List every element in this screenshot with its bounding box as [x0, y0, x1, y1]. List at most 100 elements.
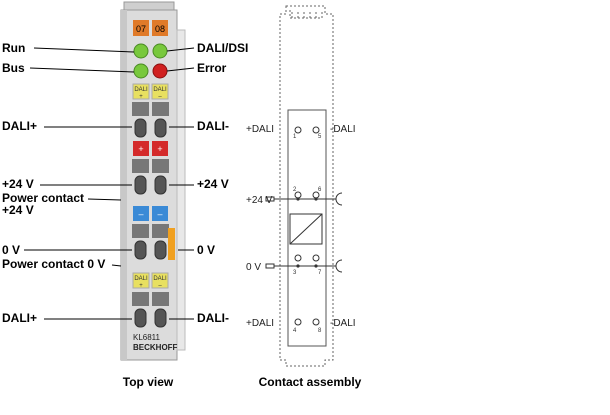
- pin-label-4: 4: [293, 328, 297, 334]
- dali-marker-text-2: DALI: [153, 87, 167, 93]
- plus-marker-red-1: [133, 141, 149, 156]
- pin-label-7: 7: [318, 270, 322, 276]
- zero-v-terminal: [265, 263, 275, 269]
- terminal-slots-row-3: [132, 224, 175, 260]
- minus-marker-text-2: –: [158, 283, 162, 289]
- dali-plus-label-2: DALI+: [2, 311, 37, 325]
- dali-minus-label-1: DALI-: [197, 119, 229, 133]
- led-number-08: 08: [155, 24, 165, 34]
- model-label: KL6811: [133, 333, 161, 342]
- dali-minus-marker-top: [151, 83, 169, 100]
- led-number-box-07: [133, 20, 149, 36]
- release-slot: [132, 102, 149, 116]
- run-label: Run: [2, 41, 25, 55]
- ca-zero-v: 0 V: [246, 262, 261, 273]
- minus-marker-blue-2: [152, 206, 168, 221]
- plus24v-label-2: +24 V: [197, 177, 229, 191]
- red-strip: + +: [133, 141, 168, 156]
- left-labels: Run Bus DALI+ +24 V Power contact +24 V …: [2, 41, 135, 325]
- led-group: [133, 43, 168, 79]
- blue-strip: – –: [133, 206, 168, 221]
- pin-1: [294, 126, 302, 134]
- release-slot: [152, 159, 169, 173]
- led-number-header: 07 08: [133, 20, 168, 36]
- plus24v-node: [296, 197, 300, 201]
- dali-plus-marker-top: [132, 83, 150, 100]
- bus-label: Bus: [2, 61, 25, 75]
- bus-leader: [29, 67, 135, 73]
- spring-contact: [134, 308, 147, 328]
- minus-marker-blue-1: [133, 206, 149, 221]
- terminal-slots-row-4: [132, 292, 169, 328]
- spring-contact: [154, 240, 167, 260]
- brand-label: BECKHOFF: [133, 343, 178, 352]
- bus-led: [133, 63, 149, 79]
- orange-power-contact: [168, 228, 175, 260]
- release-slot: [152, 292, 169, 306]
- dali-dsi-led: [152, 43, 168, 59]
- pin-label-6: 6: [318, 187, 322, 193]
- top-view-caption: Top view: [123, 375, 174, 389]
- minus-sign-blue-2: –: [157, 209, 162, 219]
- dali-minus-label-2: DALI-: [197, 311, 229, 325]
- ca-dali-plus-top: +DALI: [246, 124, 274, 135]
- ca-dali-minus-bottom: -DALI: [330, 318, 356, 329]
- spring-contact: [134, 175, 147, 195]
- spring-contact: [134, 240, 147, 260]
- assembly-outline: [279, 5, 334, 367]
- plus24v-label-1: +24 V: [2, 177, 34, 191]
- release-slot: [152, 102, 169, 116]
- dali-strip-bottom: DALI DALI + –: [132, 272, 169, 289]
- minus-sign-blue-1: –: [138, 209, 143, 219]
- terminal-slots-row-2: [132, 159, 169, 195]
- assembly-top-clip: [289, 10, 323, 19]
- terminal-slots-row-1: [132, 102, 169, 138]
- spring-contact: [134, 118, 147, 138]
- zero-v-node: [296, 264, 300, 268]
- spring-contact: [154, 308, 167, 328]
- dali-plus-marker-bottom: [132, 272, 150, 289]
- pin-label-3: 3: [293, 270, 297, 276]
- run-led: [133, 43, 149, 59]
- ca-dali-minus-top: -DALI: [330, 124, 356, 135]
- plus-sign-red-1: +: [138, 144, 143, 154]
- plus24v-node: [314, 197, 318, 201]
- led-number-box-08: [152, 20, 168, 36]
- assembly-clip-teeth: [291, 12, 317, 20]
- release-slot: [132, 292, 149, 306]
- error-label: Error: [197, 61, 227, 75]
- pin-3: [294, 254, 302, 262]
- plus-sign-red-2: +: [157, 144, 162, 154]
- power-contact-0v-leader: [111, 264, 122, 267]
- ca-dali-plus-bottom: +DALI: [246, 318, 274, 329]
- power-contact-label-1b: +24 V: [2, 203, 34, 217]
- power-contact-leader-1: [87, 198, 122, 201]
- dali-plus-label-1: DALI+: [2, 119, 37, 133]
- plus24v-power-contact-arc: [335, 192, 343, 206]
- pin-4: [294, 318, 302, 326]
- zero-v-label: 0 V: [2, 243, 20, 257]
- contact-assembly-caption: Contact assembly: [259, 375, 362, 389]
- dali-strip-top: DALI DALI + –: [132, 83, 169, 100]
- plus-marker-text-2: +: [139, 283, 143, 289]
- pin-5: [312, 126, 320, 134]
- terminal-body: [120, 1, 186, 361]
- release-slot: [132, 224, 149, 238]
- error-leader: [166, 67, 195, 72]
- spring-contact: [154, 118, 167, 138]
- minus-marker-text-1: –: [158, 94, 162, 100]
- dali-marker-text-4: DALI: [153, 276, 167, 282]
- plus-marker-red-2: [152, 141, 168, 156]
- zero-v-power-contact-arc: [335, 259, 343, 273]
- dali-marker-text-3: DALI: [134, 276, 148, 282]
- run-leader: [33, 47, 135, 53]
- pin-label-1: 1: [293, 134, 297, 140]
- assembly-board: [287, 109, 327, 347]
- pin-7: [312, 254, 320, 262]
- power-contact-label-1: Power contact: [2, 191, 84, 205]
- error-led: [152, 63, 168, 79]
- right-labels: DALI/DSI Error DALI- +24 V 0 V DALI-: [166, 41, 248, 325]
- ca-plus24v: +24 V: [246, 195, 273, 206]
